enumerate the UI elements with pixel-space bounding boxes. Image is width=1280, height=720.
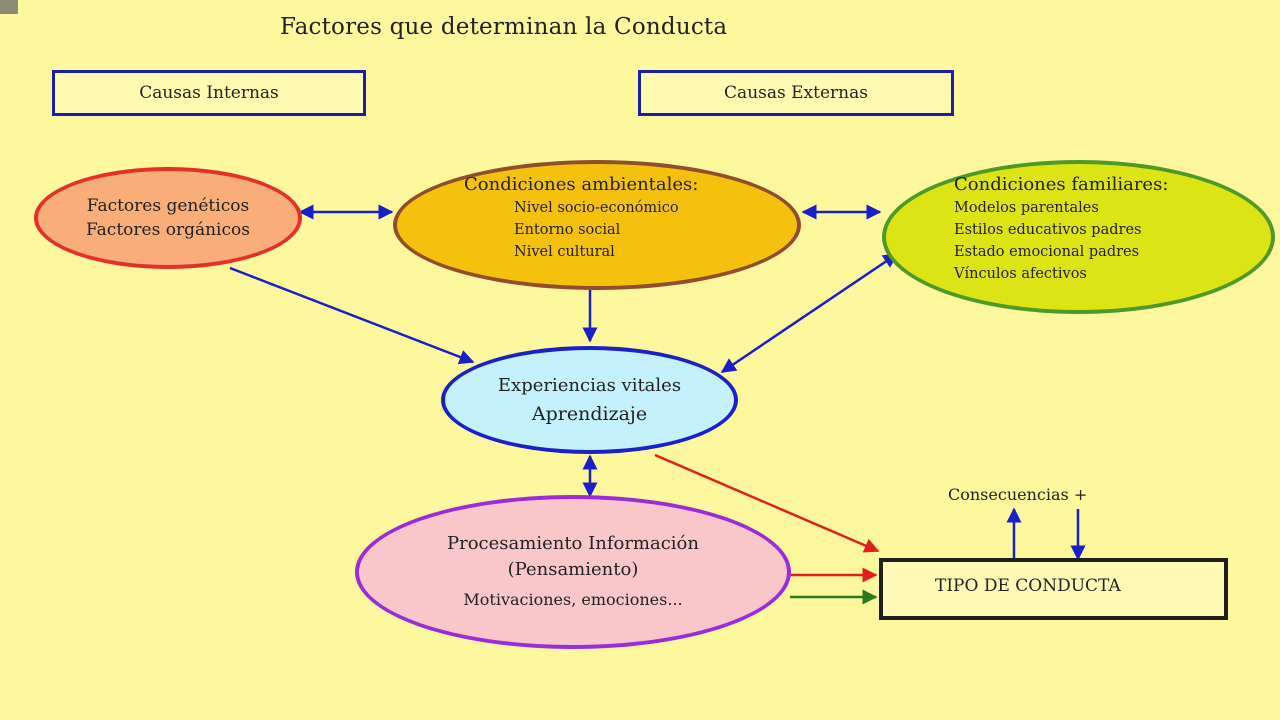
arrow-experiencias-conducta <box>654 453 880 553</box>
familiares-item: Modelos parentales <box>954 200 1099 216</box>
tipo-conducta-box: TIPO DE CONDUCTA <box>879 558 1228 620</box>
pensamiento-label: (Pensamiento) <box>507 559 639 580</box>
factores-geneticos-ellipse: Factores genéticos Factores orgánicos <box>34 167 302 269</box>
factores-geneticos-label: Factores genéticos <box>86 196 250 216</box>
familiares-item: Estado emocional padres <box>954 244 1140 260</box>
ambientales-item: Entorno social <box>514 222 621 238</box>
procesamiento-informacion-label: Procesamiento Información <box>447 533 699 554</box>
tipo-conducta-label: TIPO DE CONDUCTA <box>935 576 1121 596</box>
corner-mark <box>0 0 18 14</box>
experiencias-vitales-label: Experiencias vitales <box>497 375 682 396</box>
causas-externas-box: Causas Externas <box>638 70 954 116</box>
experiencias-vitales-ellipse: Experiencias vitales Aprendizaje <box>441 346 738 454</box>
causas-externas-label: Causas Externas <box>724 83 868 103</box>
aprendizaje-label: Aprendizaje <box>531 403 648 425</box>
arrow-geneticos-experiencias <box>229 266 475 365</box>
causas-internas-box: Causas Internas <box>52 70 366 116</box>
condiciones-ambientales-ellipse: Condiciones ambientales: Nivel socio-eco… <box>393 160 801 290</box>
familiares-item: Vínculos afectivos <box>954 266 1087 282</box>
procesamiento-informacion-ellipse: Procesamiento Información (Pensamiento) … <box>355 495 791 649</box>
familiares-item: Estilos educativos padres <box>954 222 1142 238</box>
ambientales-item: Nivel cultural <box>514 244 615 260</box>
condiciones-familiares-heading: Condiciones familiares: <box>954 174 1169 195</box>
consecuencias-label: Consecuencias + <box>948 485 1088 504</box>
ambientales-item: Nivel socio-económico <box>514 200 679 216</box>
motivaciones-label: Motivaciones, emociones... <box>463 590 683 609</box>
causas-internas-label: Causas Internas <box>139 83 279 103</box>
factores-organicos-label: Factores orgánicos <box>86 220 250 240</box>
condiciones-familiares-ellipse: Condiciones familiares: Modelos parental… <box>882 160 1275 314</box>
diagram-title: Factores que determinan la Conducta <box>280 14 728 40</box>
arrow-familiares-experiencias <box>720 252 899 374</box>
condiciones-ambientales-heading: Condiciones ambientales: <box>464 174 699 195</box>
